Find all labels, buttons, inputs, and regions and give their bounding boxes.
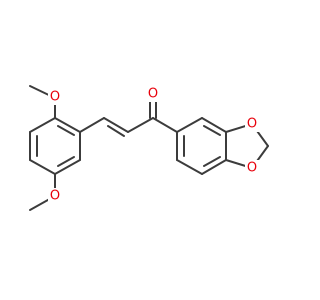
ring-b-bond-2	[201, 117, 227, 133]
chemical-structure: O O O O O	[29, 85, 269, 211]
atom-dioxole-top-oxygen: O	[245, 116, 259, 132]
ring-a-inner-1	[57, 125, 75, 136]
ring-b-bond-5	[176, 159, 203, 175]
ring-a-bond-3	[54, 159, 81, 175]
atom-label-o: O	[50, 90, 60, 105]
ring-a-bond-4	[29, 159, 56, 175]
atom-methoxy-top-oxygen: O	[48, 89, 62, 105]
bond-vinyl-2	[103, 117, 129, 133]
bond-vinyl-3	[127, 117, 154, 133]
ring-b-bond-1	[176, 117, 203, 133]
atom-methoxy-bottom-oxygen: O	[48, 188, 62, 204]
bond-vinyl-1	[79, 117, 105, 133]
ring-b-inner-1	[203, 125, 221, 136]
ring-a-bond-1	[54, 117, 81, 133]
atom-label-o: O	[50, 189, 60, 204]
ring-a-bond-6	[29, 117, 56, 133]
atom-dioxole-bottom-oxygen: O	[245, 160, 259, 176]
atom-label-o: O	[247, 117, 257, 132]
ring-b-bond-4	[201, 159, 227, 175]
ring-b-inner-2	[203, 156, 221, 167]
bond-vinyl-2-double	[107, 125, 125, 137]
atom-label-o: O	[148, 87, 158, 102]
ring-a-inner-2	[57, 156, 75, 167]
atom-carbonyl-oxygen: O	[146, 86, 160, 102]
bond-ketone-aryl	[152, 117, 178, 133]
atom-label-o: O	[247, 161, 257, 176]
